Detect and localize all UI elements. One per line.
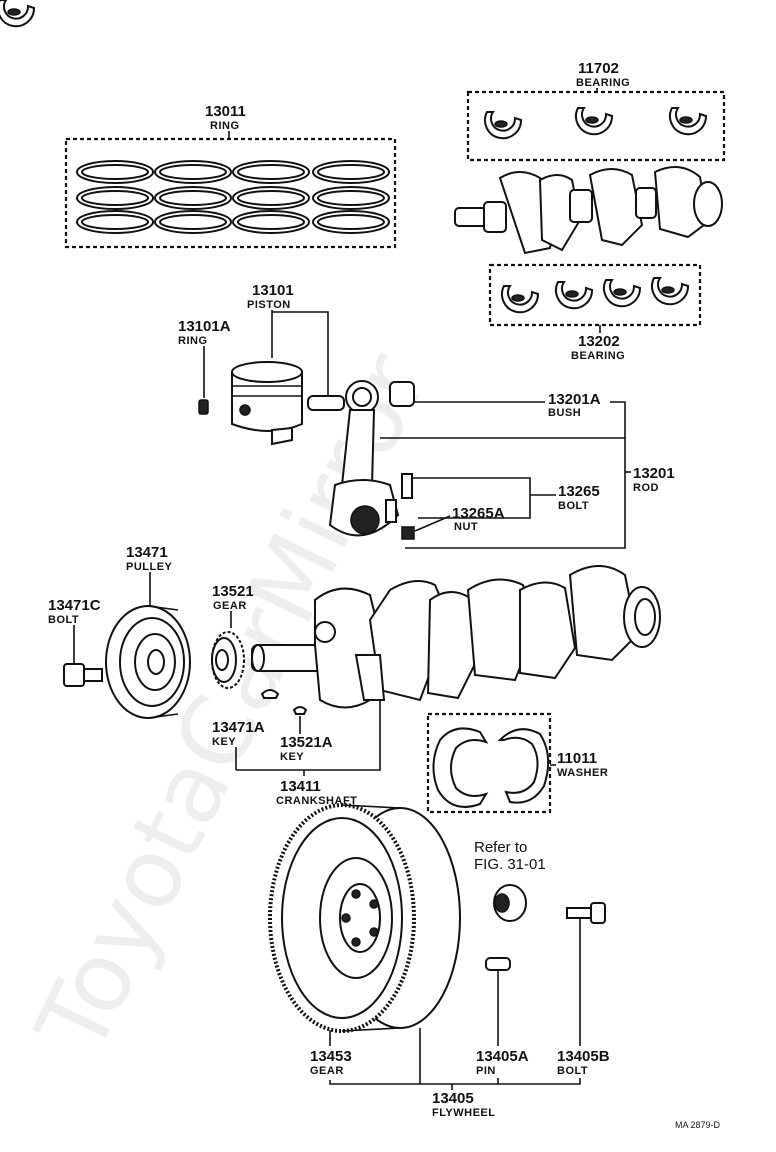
washer-name: WASHER xyxy=(557,767,608,779)
flywheel-callout[interactable]: 13405 FLYWHEEL xyxy=(329,1028,581,1119)
flywheel-bolt-number: 13405B xyxy=(557,1048,610,1065)
gear-key-number: 13521A xyxy=(280,734,333,751)
rod-callout[interactable]: 13201 ROD xyxy=(380,401,675,549)
rod-nut-number: 13265A xyxy=(452,505,505,522)
rod-bearing-name: BEARING xyxy=(571,350,625,362)
bush-name: BUSH xyxy=(548,407,581,419)
pulley-drawing xyxy=(105,605,191,719)
rod-number: 13201 xyxy=(633,465,675,482)
piston-ring-name: RING xyxy=(178,335,208,347)
rod-bolt-name: BOLT xyxy=(558,500,589,512)
rod-bearing-group-box xyxy=(488,263,702,327)
flywheel-pin-number: 13405A xyxy=(476,1048,529,1065)
piston-name: PISTON xyxy=(247,299,291,311)
ring-set-name: RING xyxy=(210,120,240,132)
pilot-bearing-drawing xyxy=(493,884,527,922)
pulley-key-number: 13471A xyxy=(212,719,265,736)
flywheel-drawing xyxy=(268,803,461,1033)
crankshaft-name: CRANKSHAFT xyxy=(276,795,357,807)
ring-gear-name: GEAR xyxy=(310,1065,344,1077)
rod-nut-callout[interactable]: 13265A NUT xyxy=(414,505,505,533)
pulley-number: 13471 xyxy=(126,544,168,561)
rod-bearing-number: 13202 xyxy=(578,333,620,350)
flywheel-name: FLYWHEEL xyxy=(432,1107,496,1119)
flywheel-bracket xyxy=(329,1078,581,1085)
pulley-key-drawing xyxy=(260,689,280,699)
flywheel-bolt-callout[interactable]: 13405B BOLT xyxy=(557,918,610,1077)
gear-key-name: KEY xyxy=(280,751,304,763)
crankshaft-number: 13411 xyxy=(280,778,321,795)
flywheel-bolt-drawing xyxy=(566,902,606,924)
main-bearing-shells-drawing xyxy=(0,0,708,140)
pulley-key-callout[interactable]: 13471A KEY xyxy=(212,719,265,770)
gear-key-drawing xyxy=(292,706,308,715)
crank-gear-number: 13521 xyxy=(212,583,254,600)
rod-nut-leader xyxy=(414,515,451,532)
crankshaft-upper-drawing xyxy=(454,166,723,255)
main-bearing-group-box xyxy=(466,90,726,162)
flywheel-pin-callout[interactable]: 13405A PIN xyxy=(476,970,529,1077)
crankshaft-main-drawing xyxy=(251,565,661,709)
refer-line-2: FIG. 31-01 xyxy=(474,856,546,873)
bush-number: 13201A xyxy=(548,391,601,408)
ring-gear-callout[interactable]: 13453 GEAR xyxy=(310,1030,352,1077)
refer-note[interactable]: Refer to FIG. 31-01 xyxy=(474,839,546,873)
ring-set-callout[interactable]: 13011 RING xyxy=(205,103,246,139)
piston-ring-callout[interactable]: 13101A RING xyxy=(178,318,231,398)
ring-gear-number: 13453 xyxy=(310,1048,352,1065)
pulley-bolt-name: BOLT xyxy=(48,614,79,626)
piston-ring-number: 13101A xyxy=(178,318,231,335)
flywheel-number: 13405 xyxy=(432,1090,474,1107)
bush-drawing xyxy=(389,381,415,407)
gear-key-callout[interactable]: 13521A KEY xyxy=(280,716,333,763)
refer-line-1: Refer to xyxy=(474,839,527,856)
rod-name: ROD xyxy=(633,482,659,494)
flywheel-pin-name: PIN xyxy=(476,1065,496,1077)
main-bearing-name: BEARING xyxy=(576,77,630,89)
rod-bearing-callout[interactable]: 13202 BEARING xyxy=(571,325,625,362)
piston-drawing xyxy=(231,361,303,446)
rod-bracket xyxy=(405,401,626,549)
piston-pin-drawing xyxy=(307,395,345,411)
main-bearing-callout[interactable]: 11702 BEARING xyxy=(576,60,630,92)
ring-set-number: 13011 xyxy=(205,103,246,120)
crankshaft-callout[interactable]: 13411 CRANKSHAFT xyxy=(236,700,381,807)
piston-ring-sets-drawing xyxy=(76,160,390,234)
rod-bearing-shells-drawing xyxy=(501,277,690,314)
rod-bolt-bracket xyxy=(412,477,531,519)
pulley-bolt-drawing xyxy=(63,663,103,687)
pulley-bolt-callout[interactable]: 13471C BOLT xyxy=(48,597,101,664)
pulley-callout[interactable]: 13471 PULLEY xyxy=(126,544,173,610)
main-bearing-number: 11702 xyxy=(578,60,619,77)
washer-group-box xyxy=(426,712,552,814)
crank-gear-drawing xyxy=(211,631,245,689)
pulley-key-name: KEY xyxy=(212,736,236,748)
connecting-rod-drawing xyxy=(328,380,400,537)
rod-bolt-number: 13265 xyxy=(558,483,600,500)
rod-bolt-callout[interactable]: 13265 BOLT xyxy=(412,477,600,519)
flywheel-pin-drawing xyxy=(485,957,511,971)
pulley-name: PULLEY xyxy=(126,561,173,573)
piston-pin-leader xyxy=(272,311,329,396)
piston-number: 13101 xyxy=(252,282,294,299)
piston-ring-clip xyxy=(198,399,209,415)
crankshaft-bracket xyxy=(236,700,381,771)
crank-gear-name: GEAR xyxy=(213,600,247,612)
bush-callout[interactable]: 13201A BUSH xyxy=(414,391,601,419)
washer-callout[interactable]: 11011 WASHER xyxy=(550,750,608,779)
crank-gear-callout[interactable]: 13521 GEAR xyxy=(212,583,254,628)
rod-bolt-drawing xyxy=(401,473,413,499)
piston-callout[interactable]: 13101 PISTON xyxy=(247,282,329,396)
thrust-washers-drawing xyxy=(432,727,550,808)
rod-nut-drawing xyxy=(401,526,415,540)
washer-number: 11011 xyxy=(557,750,597,767)
pulley-bolt-number: 13471C xyxy=(48,597,101,614)
ring-set-group-box xyxy=(64,137,397,249)
drawing-code: MA 2879-D xyxy=(675,1120,721,1130)
rod-nut-name: NUT xyxy=(454,521,478,533)
flywheel-bolt-name: BOLT xyxy=(557,1065,588,1077)
